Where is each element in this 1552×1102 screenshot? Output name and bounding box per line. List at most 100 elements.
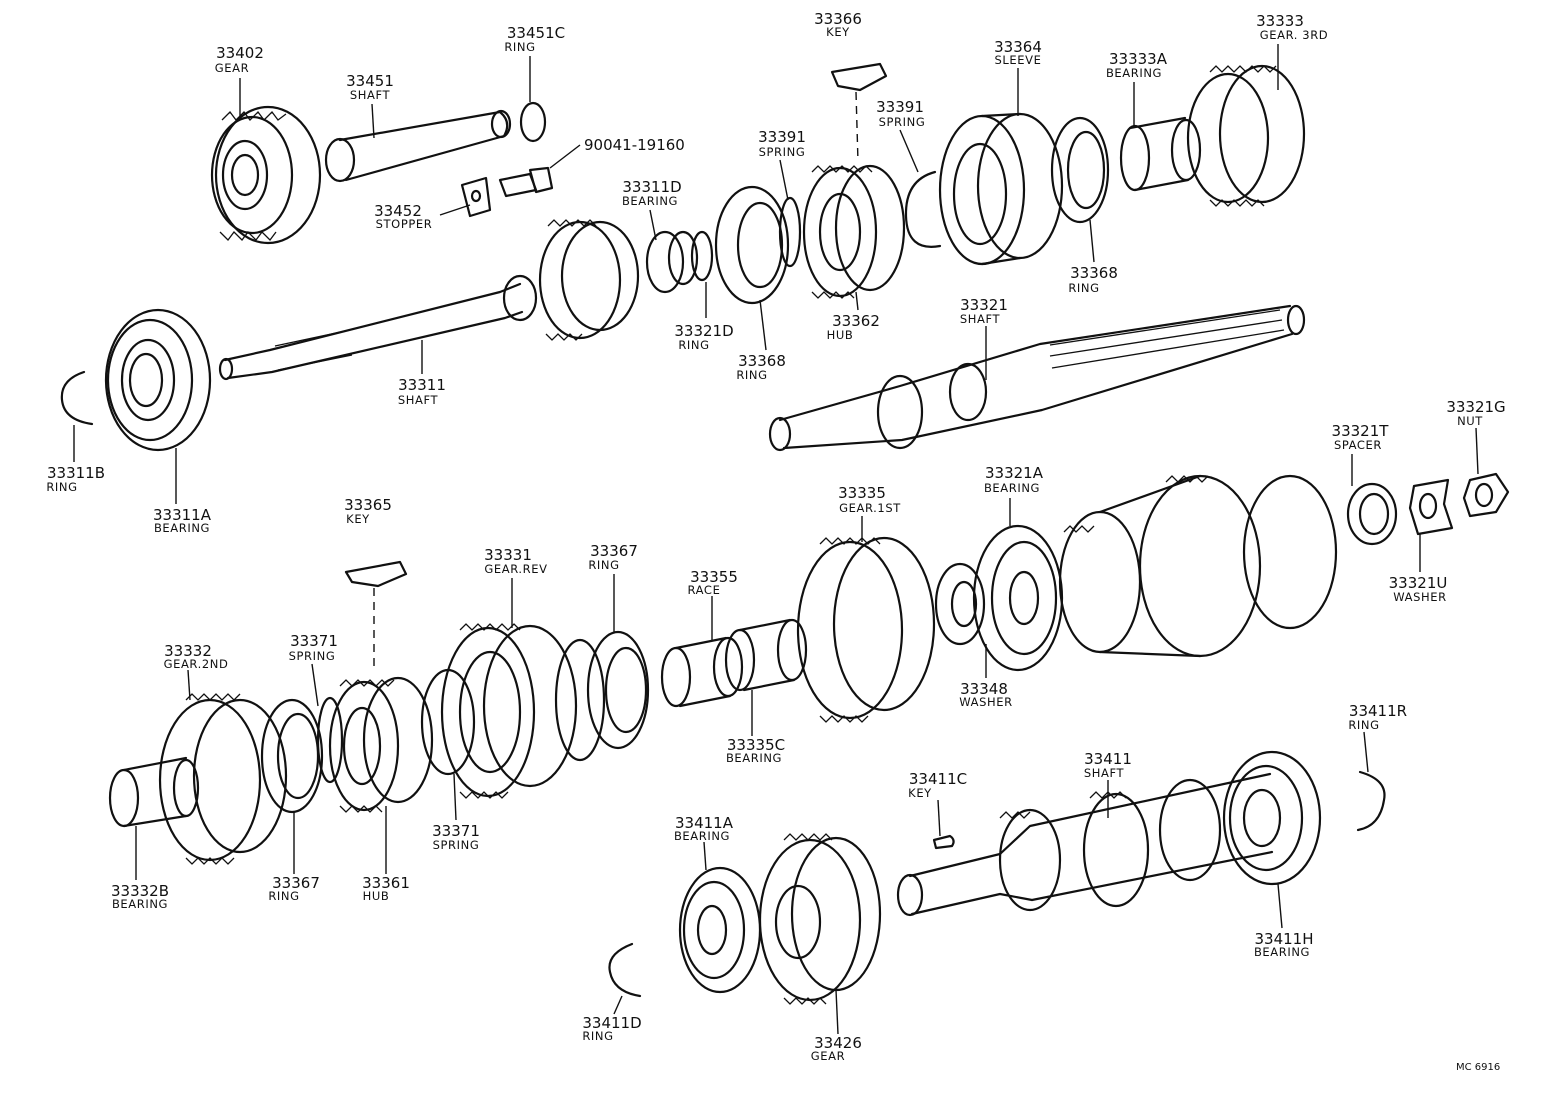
part-name-33451: SHAFT xyxy=(350,88,391,102)
part-number-33335c: 33335C xyxy=(727,736,785,754)
part-drawings xyxy=(60,62,1510,1005)
part-name-33451c: RING xyxy=(504,40,535,54)
gear-33333-drawing xyxy=(1186,64,1306,207)
part-number-33365: 33365 xyxy=(344,496,392,514)
part-name-33411: SHAFT xyxy=(1084,766,1125,780)
bearing-33321a-drawing xyxy=(972,524,1064,672)
part-name-33411a: BEARING xyxy=(674,829,730,843)
part-number-33321d: 33321D xyxy=(674,322,733,340)
part-name-33364: SLEEVE xyxy=(995,53,1042,67)
ring-33451c-drawing xyxy=(519,101,547,143)
part-number-33311: 33311 xyxy=(398,376,446,394)
part-name-33311a: BEARING xyxy=(154,521,210,535)
part-name-33331: GEAR.REV xyxy=(484,562,547,576)
leader-lines xyxy=(73,44,1479,1035)
washer-33348-drawing xyxy=(934,562,986,646)
part-name-33452: STOPPER xyxy=(376,217,433,231)
part-number-33411c: 33411C xyxy=(909,770,967,788)
part-name-33391-left: SPRING xyxy=(759,145,806,159)
spring-33391b-drawing xyxy=(904,170,942,248)
part-name-33333: GEAR. 3RD xyxy=(1260,28,1329,42)
spring-33371a-drawing xyxy=(316,696,344,784)
part-number-33361: 33361 xyxy=(362,874,410,892)
key-33411c-drawing xyxy=(932,834,955,850)
nut-33321g-drawing xyxy=(1462,472,1510,518)
part-number-33371-lower: 33371 xyxy=(432,822,480,840)
part-name-33348: WASHER xyxy=(959,695,1012,709)
part-number-33348: 33348 xyxy=(960,680,1008,698)
part-name-33368-left: RING xyxy=(736,368,767,382)
part-number-33411r: 33411R xyxy=(1349,702,1407,720)
part-number-33371-upper: 33371 xyxy=(290,632,338,650)
part-name-33426: GEAR xyxy=(811,1049,845,1063)
spacer-33321t-drawing xyxy=(1346,482,1398,546)
part-number-90041-19160: 90041-19160 xyxy=(584,136,685,154)
part-name-33411h: BEARING xyxy=(1254,945,1310,959)
bearing-33335c-drawing xyxy=(724,618,808,692)
part-name-33411d: RING xyxy=(582,1029,613,1043)
part-name-33321a: BEARING xyxy=(984,481,1040,495)
bearing-33411a-drawing xyxy=(678,866,762,994)
ring-33311b-drawing xyxy=(60,370,94,426)
part-number-33366: 33366 xyxy=(814,10,862,28)
part-name-33368-right: RING xyxy=(1068,281,1099,295)
part-number-33311b: 33311B xyxy=(47,464,105,482)
part-number-33311d: 33311D xyxy=(622,178,681,196)
part-number-33402: 33402 xyxy=(216,44,264,62)
shaft-33321-drawing xyxy=(768,304,1306,452)
hub-33362-drawing xyxy=(802,164,906,299)
shaft-33451-drawing xyxy=(324,109,512,183)
key-33366-drawing xyxy=(830,62,888,92)
part-number-33368-right: 33368 xyxy=(1070,264,1118,282)
part-name-33332: GEAR.2ND xyxy=(164,657,229,671)
part-name-33367-upper: RING xyxy=(588,558,619,572)
part-number-33321u: 33321U xyxy=(1389,574,1448,592)
part-number-33391-right: 33391 xyxy=(876,98,924,116)
part-name-33411c: KEY xyxy=(908,786,932,800)
part-number-33362: 33362 xyxy=(832,312,880,330)
ring-33411r-drawing xyxy=(1356,770,1386,832)
gear-33331-drawing xyxy=(440,623,606,799)
part-number-33452: 33452 xyxy=(374,202,422,220)
part-name-33321d: RING xyxy=(678,338,709,352)
part-name-33321g: NUT xyxy=(1457,414,1483,428)
part-number-33368-left: 33368 xyxy=(738,352,786,370)
part-name-33311d: BEARING xyxy=(622,194,678,208)
part-name-33371-upper: SPRING xyxy=(289,649,336,663)
bearing-33311a-drawing xyxy=(104,308,212,452)
part-number-33355: 33355 xyxy=(690,568,738,586)
part-number-33335: 33335 xyxy=(838,484,886,502)
bearing-33333a-drawing xyxy=(1119,116,1202,192)
part-number-33311a: 33311A xyxy=(153,506,212,524)
part-number-33411: 33411 xyxy=(1084,750,1132,768)
stopper-33452-drawing xyxy=(460,166,554,218)
part-number-33321g: 33321G xyxy=(1446,398,1505,416)
part-name-33321u: WASHER xyxy=(1393,590,1446,604)
part-number-33321t: 33321T xyxy=(1332,422,1390,440)
part-name-33355: RACE xyxy=(688,583,721,597)
gear-cluster-drawing xyxy=(1058,474,1338,658)
part-number-33451: 33451 xyxy=(346,72,394,90)
part-name-33362: HUB xyxy=(827,328,854,342)
part-number-33364: 33364 xyxy=(994,38,1042,56)
part-name-33332b: BEARING xyxy=(112,897,168,911)
part-name-33402: GEAR xyxy=(215,61,249,75)
spring-33391-drawing xyxy=(778,196,802,268)
part-number-33367-lower: 33367 xyxy=(272,874,320,892)
ring-33321d-drawing xyxy=(690,230,714,282)
part-labels: 33402 GEAR 33451 SHAFT 33451C RING 90041… xyxy=(46,10,1505,1073)
part-number-33391-left: 33391 xyxy=(758,128,806,146)
part-number-33332: 33332 xyxy=(164,642,212,660)
part-name-33361: HUB xyxy=(363,889,390,903)
gear-33426-drawing xyxy=(758,833,882,1005)
diagram-code: MC 6916 xyxy=(1456,1062,1500,1073)
part-name-33333a: BEARING xyxy=(1106,66,1162,80)
gear-33332-drawing xyxy=(108,693,288,865)
part-name-33311b: RING xyxy=(46,480,77,494)
part-number-33321a: 33321A xyxy=(985,464,1044,482)
part-number-33451c: 33451C xyxy=(507,24,565,42)
part-number-33333: 33333 xyxy=(1256,12,1304,30)
part-name-33321t: SPACER xyxy=(1334,438,1382,452)
part-name-33367-lower: RING xyxy=(268,889,299,903)
